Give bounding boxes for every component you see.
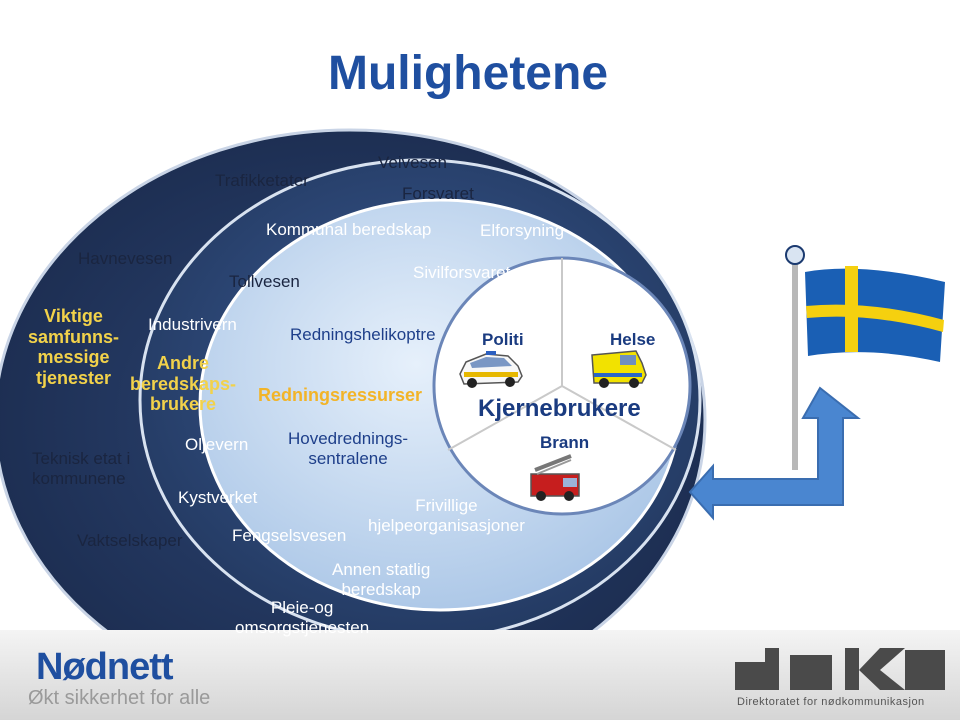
label-veivesen: Veivesen [378, 153, 447, 172]
label-tollvesen: Tollvesen [229, 272, 300, 291]
label-teknisk-etat: Teknisk etat i kommunene [32, 449, 131, 489]
label-trafikketater: Trafikketater [215, 171, 309, 190]
label-elforsyning: Elforsyning [480, 221, 565, 240]
label-sivilforsvaret: Sivilforsvaret [413, 263, 511, 282]
label-politi: Politi [482, 330, 524, 349]
swedish-flag-icon [785, 245, 945, 470]
ambulance-icon [591, 350, 647, 388]
label-kystverket: Kystverket [178, 488, 258, 507]
label-forsvaret: Forsvaret [402, 184, 474, 203]
label-pleie-og-omsorgstjenesten: Pleie-og omsorgstjenesten [235, 598, 370, 638]
label-kjernebrukere: Kjernebrukere [478, 395, 641, 422]
police-car-icon [459, 351, 523, 388]
nodnett-slogan: Økt sikkerhet for alle [28, 687, 211, 709]
label-kommunal-beredskap: Kommunal beredskap [266, 220, 432, 239]
nodnett-brand: Nødnett [36, 646, 174, 688]
label-hovedredningssentralene: Hovedrednings- sentralene [288, 429, 409, 468]
label-viktige-tjenester: Viktige samfunns- messige tjenester [28, 306, 120, 389]
core-divider [447, 385, 563, 451]
label-frivillige: Frivillige hjelpeorganisasjoner [368, 496, 525, 536]
label-havnevesen: Havnevesen [78, 249, 173, 268]
page-title: Mulighetene [328, 47, 609, 100]
arrow-icon [688, 386, 861, 521]
fire-truck-icon [530, 454, 580, 501]
dnk-subtitle: Direktoratet for nødkommunikasjon [737, 696, 925, 708]
label-fengselsvesen: Fengselsvesen [232, 526, 347, 545]
label-helse: Helse [610, 330, 656, 349]
label-annen-statlig-beredskap: Annen statlig beredskap [332, 560, 431, 600]
label-vaktselskaper: Vaktselskaper [77, 531, 183, 550]
label-oljevern: Oljevern [185, 435, 249, 454]
label-brann: Brann [540, 433, 590, 452]
dnk-logo [735, 648, 945, 690]
label-redningsressurser: Redningsressurser [258, 385, 423, 405]
label-redningshelikoptre: Redningshelikoptre [290, 325, 436, 344]
label-andre-beredskapsbrukere: Andre beredskaps- brukere [130, 353, 237, 415]
label-industrivern: Industrivern [148, 315, 237, 334]
core-divider [561, 385, 677, 451]
